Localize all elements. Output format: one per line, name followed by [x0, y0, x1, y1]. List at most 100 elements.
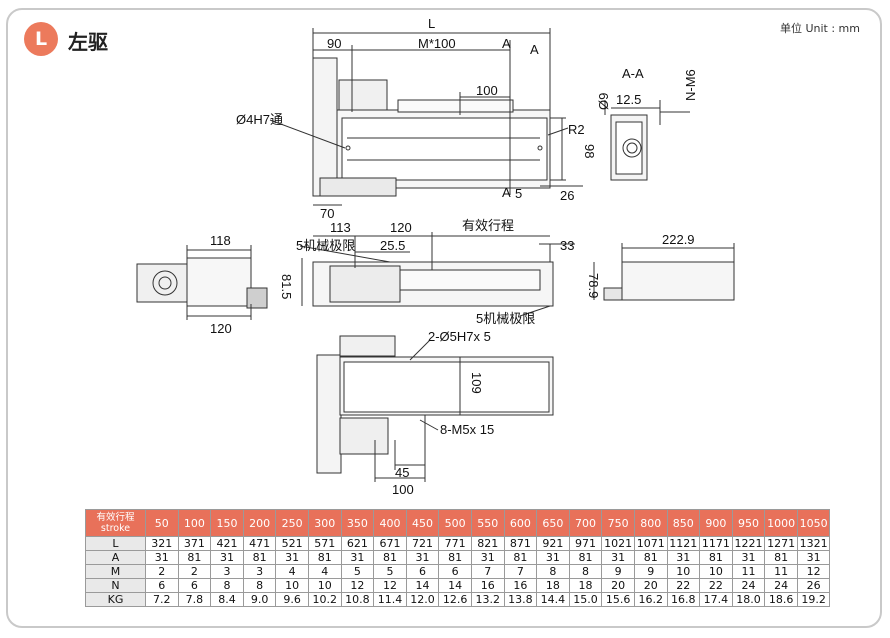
table-cell: 7.2: [145, 592, 179, 607]
table-cell: 6: [145, 578, 179, 593]
table-cell: 1071: [633, 536, 668, 551]
table-cell: 17.4: [699, 592, 733, 607]
table-cell: 81: [764, 550, 798, 565]
dim-222-9: 222.9: [662, 232, 695, 247]
pins-label: 2-Ø5H7x 5: [428, 329, 491, 344]
table-cell: 24: [731, 578, 766, 593]
row-label-cell: N: [85, 578, 146, 593]
table-cell: 31: [470, 550, 505, 565]
table-cell: 8: [210, 578, 244, 593]
table-cell: 15.0: [568, 592, 603, 607]
stroke-value-cell: 600: [503, 509, 538, 537]
table-cell: 2: [177, 564, 212, 579]
table-cell: 12.6: [438, 592, 472, 607]
table-cell: 31: [405, 550, 440, 565]
table-cell: 671: [373, 536, 407, 551]
table-cell: 1121: [666, 536, 701, 551]
stroke-label: 有效行程: [462, 218, 514, 233]
table-cell: 1021: [601, 536, 635, 551]
table-cell: 10: [699, 564, 733, 579]
limit-left-label: 5机械极限: [296, 238, 355, 253]
dim-33: 33: [560, 238, 574, 253]
table-cell: 571: [307, 536, 342, 551]
stroke-value-cell: 400: [373, 509, 407, 537]
table-cell: 771: [438, 536, 472, 551]
dim-98: 98: [582, 144, 597, 158]
row-label-cell: L: [85, 536, 146, 551]
table-cell: 4: [275, 564, 309, 579]
table-cell: 31: [145, 550, 179, 565]
table-cell: 18: [568, 578, 603, 593]
table-cell: 11: [764, 564, 798, 579]
table-cell: 18: [536, 578, 570, 593]
table-cell: 1271: [764, 536, 798, 551]
table-cell: 871: [503, 536, 538, 551]
table-cell: 9.6: [275, 592, 309, 607]
table-cell: 14: [405, 578, 440, 593]
stroke-value-cell: 300: [307, 509, 342, 537]
table-cell: 16: [503, 578, 538, 593]
dim-78-9: 78.9: [586, 273, 601, 298]
table-cell: 8: [568, 564, 603, 579]
table-cell: 31: [536, 550, 570, 565]
stroke-header-line: stroke: [100, 523, 131, 534]
table-cell: 1221: [731, 536, 766, 551]
dim-109: 109: [469, 372, 484, 394]
table-cell: 12: [796, 564, 831, 579]
table-cell: 24: [764, 578, 798, 593]
dim-L: L: [428, 16, 435, 31]
table-cell: 18.6: [764, 592, 798, 607]
row-label-cell: A: [85, 550, 146, 565]
table-cell: 821: [470, 536, 505, 551]
table-cell: 81: [373, 550, 407, 565]
stroke-value-cell: 850: [666, 509, 701, 537]
table-cell: 31: [796, 550, 831, 565]
dim-90: 90: [327, 36, 341, 51]
dim-dia9: Ø9: [596, 93, 611, 110]
section-title: A-A: [622, 66, 644, 81]
limit-right-label: 5机械极限: [476, 311, 535, 326]
table-cell: 14.4: [536, 592, 570, 607]
bottom-view: [316, 335, 554, 482]
table-cell: 31: [275, 550, 309, 565]
dim-100: 100: [476, 83, 498, 98]
table-cell: 81: [699, 550, 733, 565]
table-cell: 15.6: [601, 592, 635, 607]
table-cell: 7: [503, 564, 538, 579]
dim-120-side: 120: [390, 220, 412, 235]
dim-M100: M*100: [418, 36, 456, 51]
table-cell: 321: [145, 536, 179, 551]
table-cell: 22: [699, 578, 733, 593]
stroke-value-cell: 200: [242, 509, 277, 537]
table-cell: 31: [601, 550, 635, 565]
table-cell: 10: [307, 578, 342, 593]
stroke-value-cell: 900: [699, 509, 733, 537]
table-cell: 6: [438, 564, 472, 579]
dim-118: 118: [210, 233, 231, 248]
table-cell: 9.0: [242, 592, 277, 607]
table-cell: 6: [405, 564, 440, 579]
dim-120-end: 120: [210, 321, 232, 336]
table-cell: 5: [373, 564, 407, 579]
table-cell: 8.4: [210, 592, 244, 607]
row-label-cell: KG: [85, 592, 146, 607]
table-cell: 20: [633, 578, 668, 593]
table-cell: 1321: [796, 536, 831, 551]
table-cell: 3: [242, 564, 277, 579]
section-mark-a3: A: [502, 185, 511, 200]
table-cell: 81: [503, 550, 538, 565]
table-cell: 721: [405, 536, 440, 551]
table-cell: 81: [307, 550, 342, 565]
table-cell: 521: [275, 536, 309, 551]
table-cell: 2: [145, 564, 179, 579]
table-cell: 10: [275, 578, 309, 593]
radius-label: R2: [568, 122, 585, 137]
right-view: [593, 243, 735, 301]
stroke-value-cell: 450: [405, 509, 440, 537]
table-cell: 371: [177, 536, 212, 551]
stroke-value-cell: 150: [210, 509, 244, 537]
